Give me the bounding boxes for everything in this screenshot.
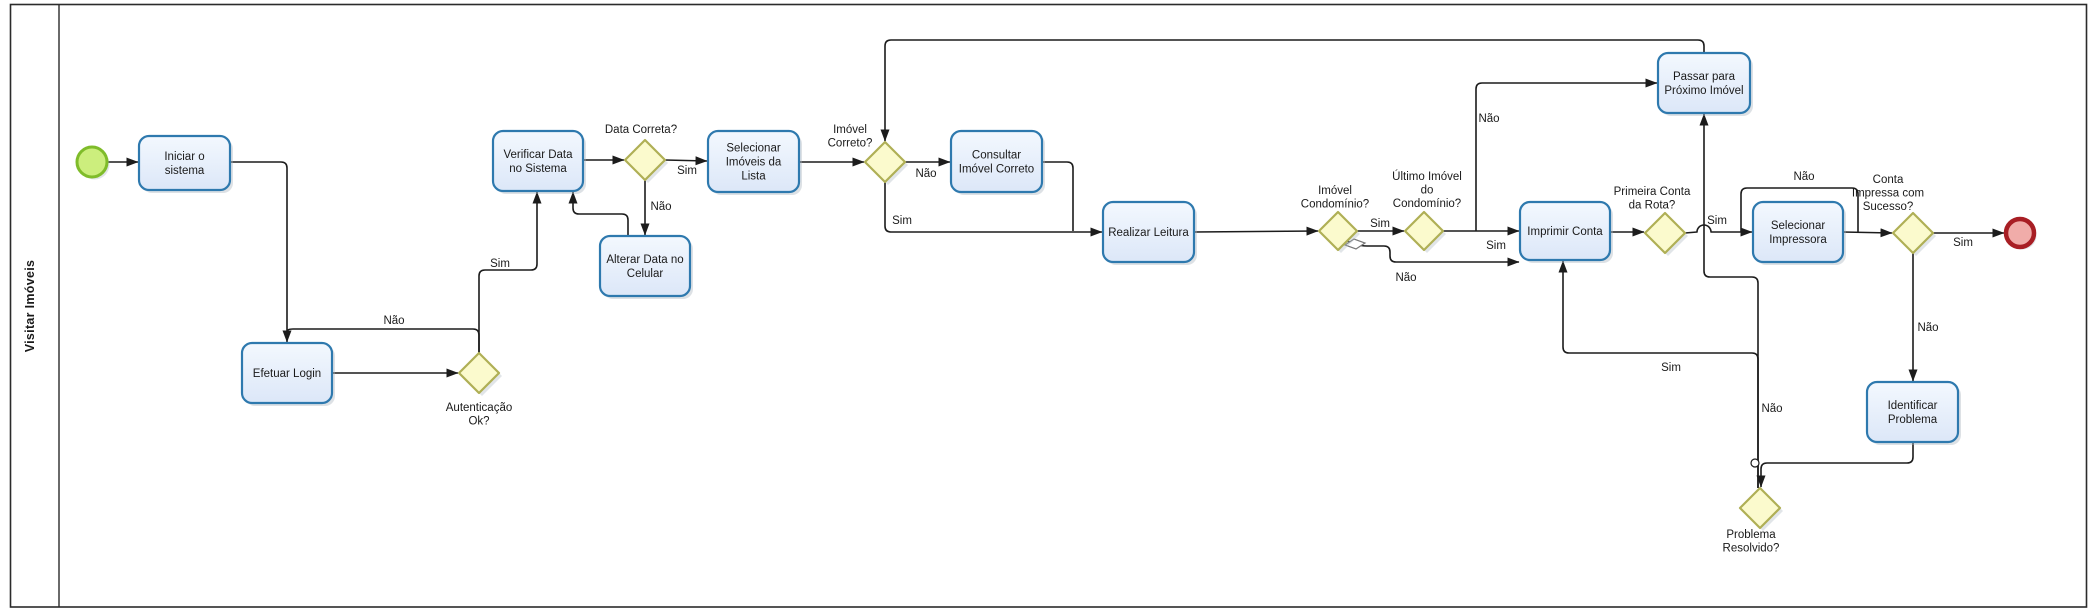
task-label: Selecionar [726, 143, 781, 155]
task-efetuar-login[interactable]: Efetuar Login [240, 341, 335, 406]
task-label: Imóvel Correto [959, 164, 1034, 176]
task-label: Identificar [1888, 400, 1938, 412]
task-label: no Sistema [509, 163, 567, 175]
flow-problemaresolvido-sim [1558, 260, 1759, 488]
flow-label-autenticacao-sim: Sim [490, 258, 510, 270]
task-label: Verificar Data [503, 149, 573, 161]
task-label: Próximo Imóvel [1664, 85, 1743, 97]
flow-label-contaimpressa-sim: Sim [1953, 237, 1973, 249]
gateway-label: Data Correta? [605, 124, 677, 136]
gateway-label: Imóvel [1318, 185, 1352, 197]
task-label: Iniciar o [164, 151, 204, 163]
flow-alterar-to-verificar [568, 191, 629, 236]
task-label: Alterar Data no [606, 254, 683, 266]
gateway-label: Condomínio? [1301, 199, 1369, 211]
task-verificar-data-no-sistema[interactable]: Verificar Data no Sistema [491, 129, 586, 194]
flow-leitura-to-imovelcondominio [1193, 226, 1319, 236]
gateway-data-correta[interactable]: Data Correta? [605, 124, 677, 183]
task-alterar-data-no-celular[interactable]: Alterar Data no Celular [598, 234, 693, 299]
flow-problemaresolvido-nao [1699, 113, 1759, 488]
pool-label: Visitar Imóveis [23, 260, 37, 353]
gateway-label: Ok? [468, 416, 489, 428]
task-label: Imóveis da [726, 157, 782, 169]
flow-label-datacorreta-nao: Não [650, 201, 671, 213]
gateway-label: Último Imóvel [1392, 170, 1462, 183]
gateway-label: Primeira Conta [1614, 186, 1691, 198]
gateway-label: Condomínio? [1393, 198, 1461, 210]
flow-autenticacao-sim [478, 191, 542, 353]
task-label: Celular [627, 268, 664, 280]
flow-identificar-to-problemaresolvido [1756, 442, 1914, 488]
gateway-label: Conta [1873, 174, 1904, 186]
flow-label-imovelcondominio-sim: Sim [1370, 218, 1390, 230]
event-start[interactable] [75, 145, 110, 180]
flow-imovelcorreto-sim [884, 182, 1103, 237]
flow-iniciar-to-efetuar [230, 161, 292, 343]
flow-label-contaimpressa-nao: Não [1917, 322, 1938, 334]
flow-passar-to-imovelcorreto [880, 39, 1705, 142]
decorations [1343, 238, 1760, 468]
default-flow-marker [1343, 238, 1367, 250]
gateway-label: Autenticação [446, 402, 513, 414]
gateway-label: Correto? [828, 138, 873, 150]
task-imprimir-conta[interactable]: Imprimir Conta [1518, 200, 1613, 263]
flow-label-autenticacao-nao: Não [383, 315, 404, 327]
flow-ultimoimovel-nao [1475, 78, 1658, 231]
line-hop-marker [1750, 458, 1760, 468]
task-label: Realizar Leitura [1108, 227, 1189, 239]
flow-label-contaimpressa-nao-retry: Não [1793, 171, 1814, 183]
flow-label-ultimoimovel-nao: Não [1478, 113, 1499, 125]
gateway-label: da Rota? [1629, 200, 1676, 212]
task-label: Passar para [1673, 71, 1736, 83]
flow-label-imovelcorreto-sim: Sim [892, 215, 912, 227]
gateway-label: Impressa com [1852, 188, 1924, 200]
task-iniciar-o-sistema[interactable]: Iniciar o sistema [137, 134, 233, 193]
flow-label-imovelcorreto-nao: Não [915, 168, 936, 180]
flow-label-datacorreta-sim: Sim [677, 165, 697, 177]
event-end[interactable] [2003, 216, 2037, 250]
flow-label-problemaresolvido-nao: Não [1761, 403, 1782, 415]
task-label: Lista [741, 171, 766, 183]
flow-label-ultimoimovel-sim: Sim [1486, 240, 1506, 252]
task-realizar-leitura[interactable]: Realizar Leitura [1101, 200, 1197, 265]
gateway-label: do [1421, 185, 1434, 197]
task-label: Problema [1888, 414, 1938, 426]
task-label: Selecionar [1771, 220, 1826, 232]
flow-label-imovelcondominio-nao: Não [1395, 272, 1416, 284]
gateway-primeira-conta-da-rota[interactable]: Primeira Conta da Rota? [1614, 186, 1691, 256]
flow-consultar-to-leitura [1042, 161, 1074, 231]
gateway-label: Imóvel [833, 124, 867, 136]
flow-selecionarimpressora-to-contaimpressa [1842, 228, 1893, 238]
flow-datacorreta-sim [664, 156, 708, 166]
task-label: sistema [165, 165, 205, 177]
flow-label-primeiraconta-sim: Sim [1707, 215, 1727, 227]
gateway-label: Problema [1726, 529, 1776, 541]
task-label: Impressora [1769, 234, 1827, 246]
pool: Visitar Imóveis [9, 3, 2088, 608]
flow-contaimpressa-nao-retry [1740, 187, 1859, 232]
task-label: Consultar [972, 150, 1021, 162]
gateway-label: Sucesso? [1863, 201, 1914, 213]
flow-label-problemaresolvido-sim: Sim [1661, 362, 1681, 374]
task-label: Imprimir Conta [1527, 226, 1603, 238]
gateway-label: Resolvido? [1723, 543, 1780, 555]
task-label: Efetuar Login [253, 368, 321, 380]
